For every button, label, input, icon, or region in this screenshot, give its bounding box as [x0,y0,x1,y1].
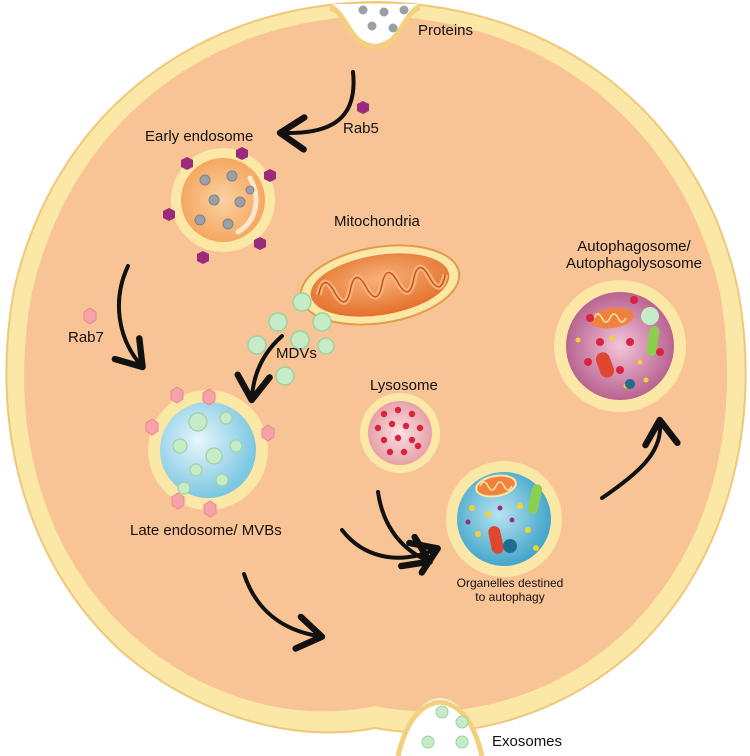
arrow-lysosome-to-organelles [376,490,433,570]
label-mdvs: MDVs [276,345,317,362]
pathway-arrows [111,70,681,652]
protein-particles-top [358,5,409,33]
organelles-to-autophagy [446,461,562,577]
mdv-vesicles [247,292,335,386]
arrow-mdvs-to-late [234,334,284,404]
label-autophagosome-line1: Autophagosome/ [577,238,691,255]
label-organelles: Organelles destined to autophagy [446,576,574,605]
arrow-late-to-exosomes [242,572,326,652]
exosome-particles [421,705,469,749]
early-endosome [163,147,276,264]
rab5-marker [357,101,369,114]
rab7-marker [83,307,97,325]
arrow-organelles-to-autophagosome [600,416,681,500]
label-autophagosome: Autophagosome/ Autophagolysosome [550,238,718,273]
late-endosome [145,386,275,518]
label-rab5: Rab5 [343,120,379,137]
label-organelles-line1: Organelles destined [456,576,564,590]
label-late-endosome: Late endosome/ MVBs [130,522,282,539]
label-organelles-line2: to autophagy [475,589,545,604]
label-proteins: Proteins [418,22,474,39]
arrow-proteins-to-early [276,70,356,153]
arrow-early-to-late [111,264,146,371]
label-exosomes: Exosomes [492,733,563,750]
label-lysosome: Lysosome [370,377,438,394]
autophagosome [554,280,686,412]
label-rab7: Rab7 [68,329,104,346]
label-early-endosome: Early endosome [145,128,254,145]
lysosome-organelle [360,393,440,473]
label-mitochondria: Mitochondria [334,213,420,230]
label-autophagosome-line2: Autophagolysosome [566,255,702,273]
